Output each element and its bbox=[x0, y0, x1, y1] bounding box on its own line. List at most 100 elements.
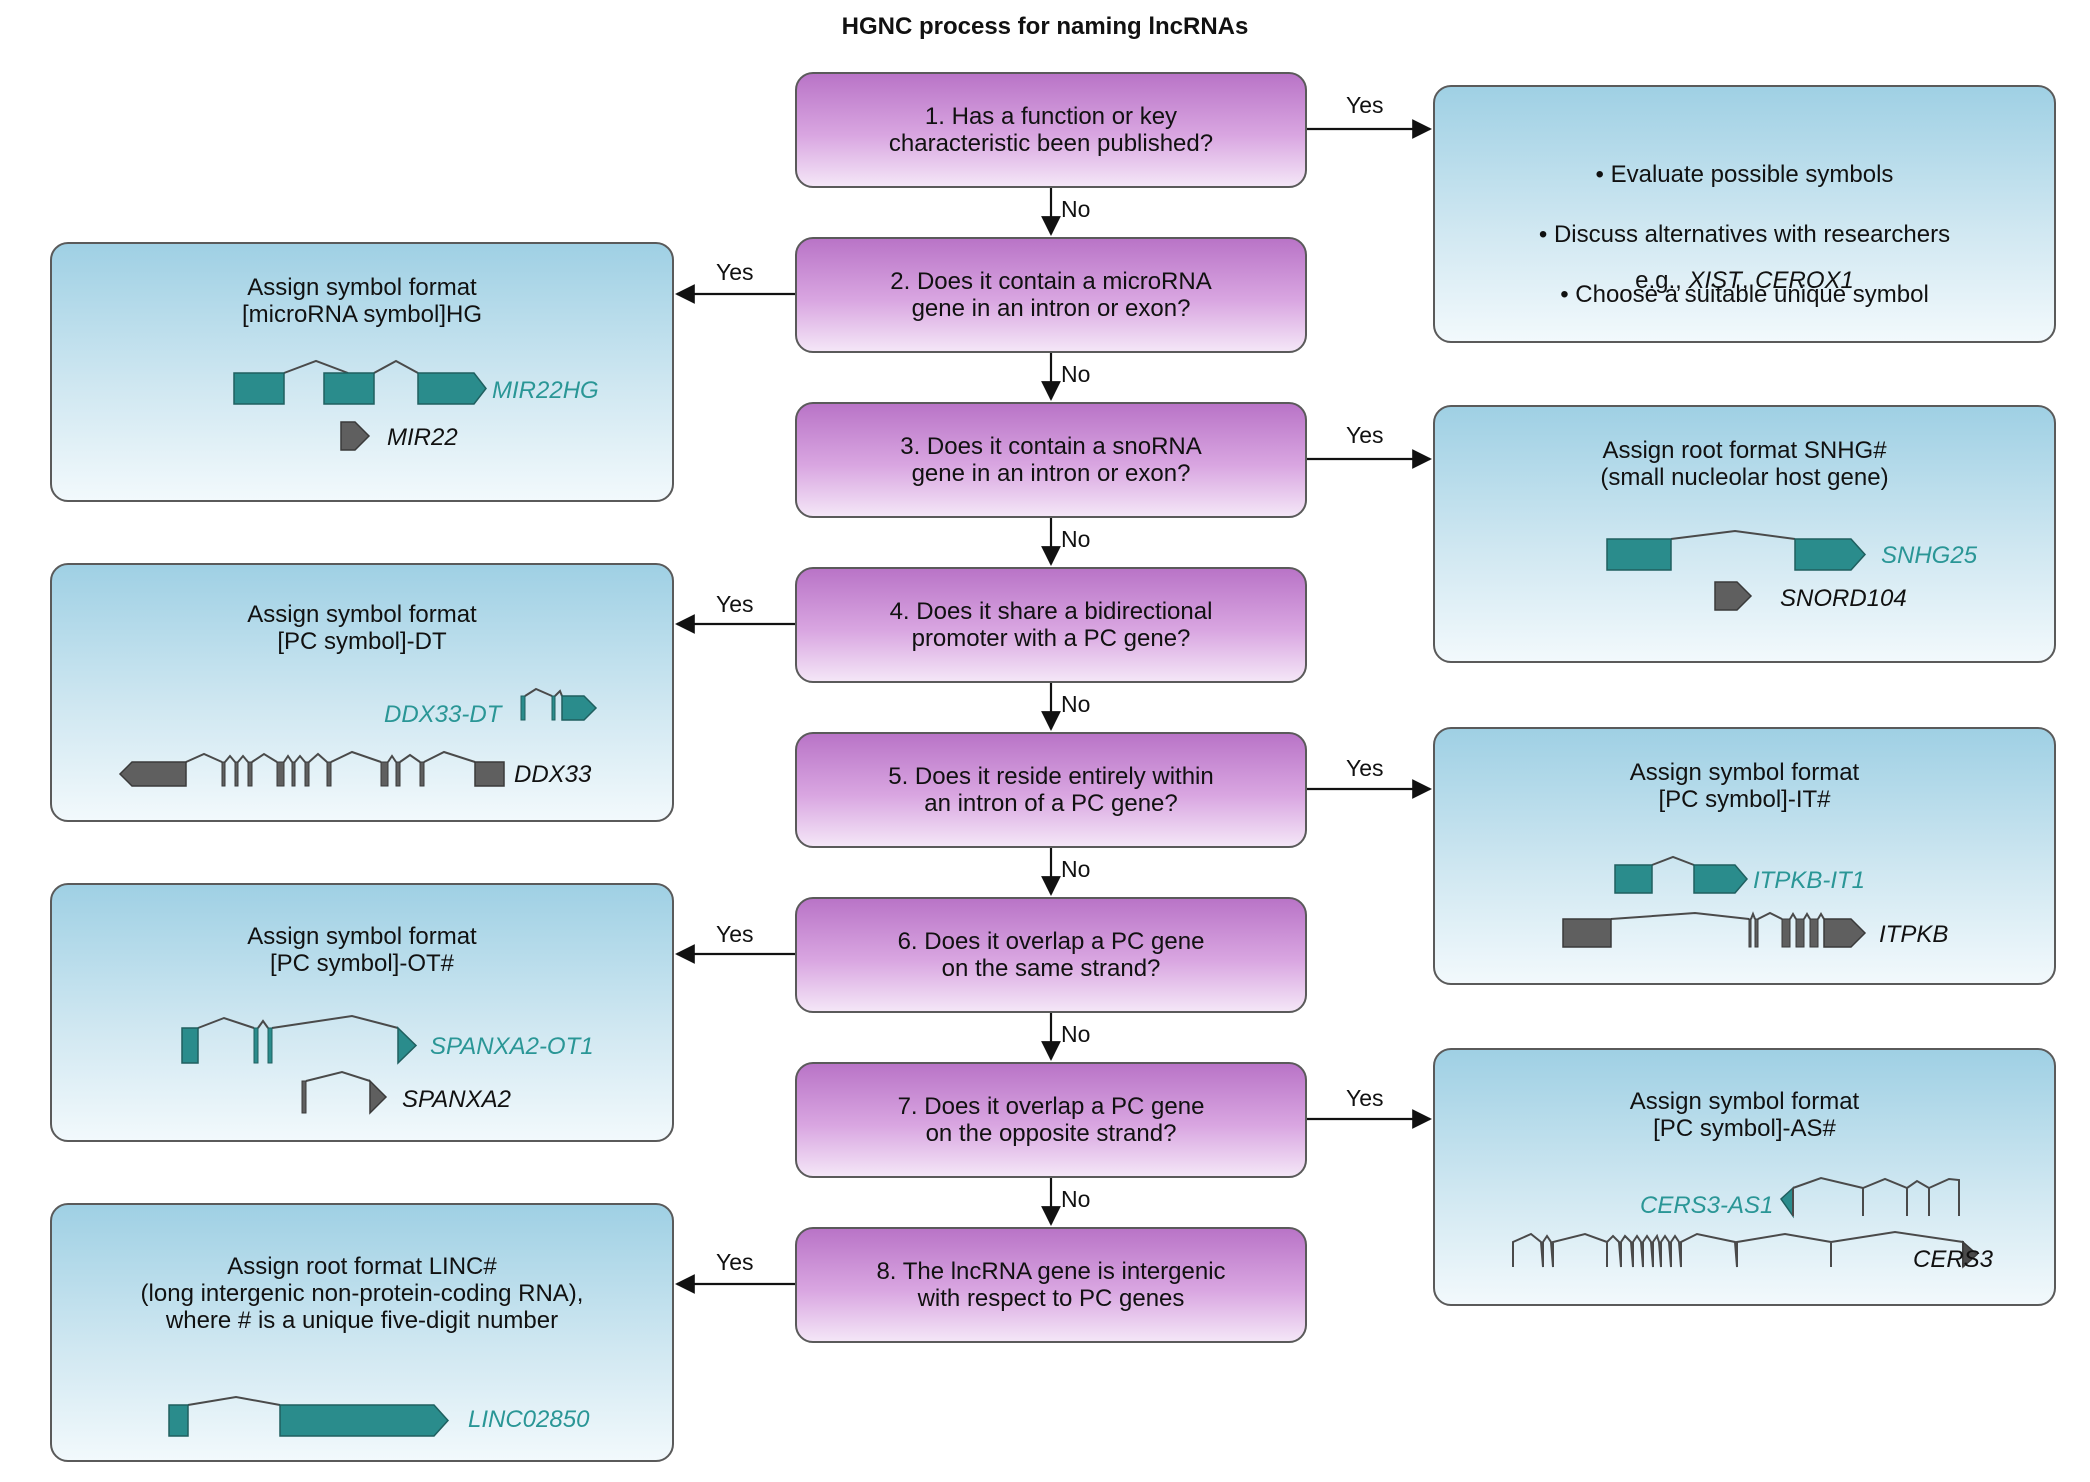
question-1-text: 1. Has a function or key characteristic … bbox=[888, 103, 1214, 157]
result-overlap-opposite-box: Assign symbol format [PC symbol]-AS# CER… bbox=[1433, 1048, 2056, 1306]
result-intronic-box: Assign symbol format [PC symbol]-IT# ITP… bbox=[1433, 727, 2056, 985]
spanxa2-exon-2-arrow bbox=[369, 1079, 388, 1115]
result-function-examples: e.g., XIST, CEROX1 bbox=[1435, 267, 2054, 294]
cers3-as1-label: CERS3-AS1 bbox=[1640, 1192, 1774, 1219]
ddx33-exon-3 bbox=[234, 761, 239, 787]
result-bidirectional-box: Assign symbol format [PC symbol]-DT bbox=[50, 563, 674, 822]
itpkb-intron-3 bbox=[1757, 911, 1783, 920]
question-6-text: 6. Does it overlap a PC gene on the same… bbox=[897, 928, 1205, 982]
snhg25-intron bbox=[1670, 529, 1796, 540]
ddx33-exon-7 bbox=[304, 761, 310, 787]
result-microrna-text: Assign symbol format [microRNA symbol]HG bbox=[241, 274, 483, 328]
ddx33-intron-5 bbox=[283, 754, 293, 763]
ddx33-intron-1 bbox=[185, 752, 223, 763]
question-2-text: 2. Does it contain a microRNA gene in an… bbox=[890, 268, 1212, 322]
example-prefix: e.g., bbox=[1635, 267, 1689, 294]
itpkb-exon-2 bbox=[1748, 918, 1752, 948]
itpkb-intron-2 bbox=[1750, 911, 1756, 920]
ddx33-exon-9 bbox=[380, 761, 389, 787]
microrna-gene-diagram bbox=[233, 359, 487, 451]
spanxa2-ot1-label: SPANXA2-OT1 bbox=[430, 1033, 594, 1060]
ddx33-exon-5 bbox=[276, 761, 285, 787]
cers3-gene-model bbox=[1512, 1230, 1964, 1268]
itpkb-exon-7-arrow bbox=[1823, 918, 1867, 948]
linc02850-exon-2-arrow bbox=[279, 1404, 450, 1437]
yes-label-q3: Yes bbox=[1346, 422, 1384, 448]
yes-label-q7: Yes bbox=[1346, 1085, 1384, 1111]
spanxa2ot1-intron-3 bbox=[271, 1014, 399, 1029]
itpkb-exon-6 bbox=[1809, 918, 1819, 948]
question-6-box: 6. Does it overlap a PC gene on the same… bbox=[795, 897, 1307, 1013]
example-cerox1: CEROX1 bbox=[1755, 267, 1854, 294]
no-label-4: No bbox=[1061, 691, 1091, 717]
ddx33-intron-9 bbox=[387, 754, 397, 763]
result-intergenic-text: Assign root format LINC# (long intergeni… bbox=[140, 1253, 584, 1334]
itpkbit1-intron bbox=[1651, 855, 1695, 866]
result-intronic-text: Assign symbol format [PC symbol]-IT# bbox=[1629, 759, 1860, 813]
question-2-box: 2. Does it contain a microRNA gene in an… bbox=[795, 237, 1307, 353]
no-label-2: No bbox=[1061, 361, 1091, 387]
yes-label-q1: Yes bbox=[1346, 92, 1384, 118]
spanxa2ot1-intron-2 bbox=[257, 1019, 269, 1029]
question-7-box: 7. Does it overlap a PC gene on the oppo… bbox=[795, 1062, 1307, 1178]
mir22hg-intron-1 bbox=[283, 359, 349, 374]
mir22hg-label: MIR22HG bbox=[492, 377, 599, 404]
snord104-label: SNORD104 bbox=[1780, 585, 1907, 612]
spanxa2ot1-exon-1 bbox=[181, 1027, 199, 1064]
cers3as1-intron-2 bbox=[1862, 1177, 1908, 1189]
linc02850-exon-1 bbox=[168, 1404, 189, 1437]
bullet-evaluate: • Evaluate possible symbols bbox=[1595, 161, 1894, 188]
ddx33-intron-2 bbox=[224, 754, 236, 763]
ddx33dt-intron-1 bbox=[524, 687, 553, 697]
spanxa2-exon-1 bbox=[301, 1080, 307, 1114]
mir22hg-intron-2 bbox=[373, 359, 419, 374]
bidirectional-gene-diagram bbox=[118, 687, 598, 787]
ddx33-intron-4 bbox=[251, 752, 278, 763]
ddx33-exon-2 bbox=[221, 761, 226, 787]
question-4-box: 4. Does it share a bidirectional promote… bbox=[795, 567, 1307, 683]
question-5-box: 5. Does it reside entirely within an int… bbox=[795, 732, 1307, 848]
mir22hg-exon-2 bbox=[323, 372, 375, 405]
cers3as1-intron-3 bbox=[1906, 1179, 1930, 1189]
ddx33dt-exon-2 bbox=[551, 695, 556, 721]
itpkbit1-exon-2-arrow bbox=[1693, 864, 1748, 894]
ddx33-exon-4 bbox=[247, 761, 253, 787]
no-label-5: No bbox=[1061, 856, 1091, 882]
result-intergenic-box: Assign root format LINC# (long intergeni… bbox=[50, 1203, 674, 1462]
itpkb-it1-label: ITPKB-IT1 bbox=[1753, 867, 1866, 894]
itpkb-intron-4 bbox=[1789, 912, 1797, 920]
spanxa2-label: SPANXA2 bbox=[402, 1086, 511, 1113]
question-7-text: 7. Does it overlap a PC gene on the oppo… bbox=[897, 1093, 1205, 1147]
overlap-opposite-gene-diagram bbox=[1512, 1176, 1979, 1269]
yes-label-q5: Yes bbox=[1346, 755, 1384, 781]
itpkb-label: ITPKB bbox=[1879, 921, 1949, 948]
ddx33-intron-10 bbox=[399, 753, 421, 763]
ddx33-intron-11 bbox=[423, 750, 476, 763]
ddx33-exon-6 bbox=[291, 761, 296, 787]
bullet-discuss: • Discuss alternatives with researchers bbox=[1538, 221, 1951, 248]
question-8-box: 8. The lncRNA gene is intergenic with re… bbox=[795, 1227, 1307, 1343]
ddx33-exon-8 bbox=[326, 761, 332, 787]
cers3-exon-last-arrow bbox=[1962, 1240, 1979, 1269]
snhg25-exon-1 bbox=[1606, 538, 1672, 571]
ddx33-exon-12 bbox=[474, 761, 505, 787]
bullet-choose: • Choose a suitable unique symbol bbox=[1560, 281, 1929, 308]
itpkb-intron-1 bbox=[1610, 911, 1750, 920]
snorna-gene-diagram bbox=[1606, 529, 1867, 611]
linc02850-intron bbox=[187, 1395, 281, 1406]
question-5-text: 5. Does it reside entirely within an int… bbox=[888, 763, 1214, 817]
ddx33-exon-1-arrow bbox=[118, 761, 187, 787]
mir22hg-exon-3-arrow bbox=[417, 372, 487, 405]
itpkb-exon-1 bbox=[1562, 918, 1612, 948]
result-overlap-same-box: Assign symbol format [PC symbol]-OT# SPA… bbox=[50, 883, 674, 1142]
no-label-6: No bbox=[1061, 1021, 1091, 1047]
mir22-gene-arrow bbox=[340, 421, 371, 451]
result-overlap-same-text: Assign symbol format [PC symbol]-OT# bbox=[247, 923, 477, 977]
itpkb-exon-4 bbox=[1781, 918, 1791, 948]
diagram-title: HGNC process for naming lncRNAs bbox=[841, 13, 1249, 40]
result-function-bullets: • Evaluate possible symbols • Discuss al… bbox=[1435, 130, 2054, 340]
ddx33-dt-label: DDX33-DT bbox=[384, 701, 502, 728]
spanxa2ot1-exon-3 bbox=[267, 1027, 273, 1064]
result-overlap-opposite-text: Assign symbol format [PC symbol]-AS# bbox=[1629, 1088, 1860, 1142]
